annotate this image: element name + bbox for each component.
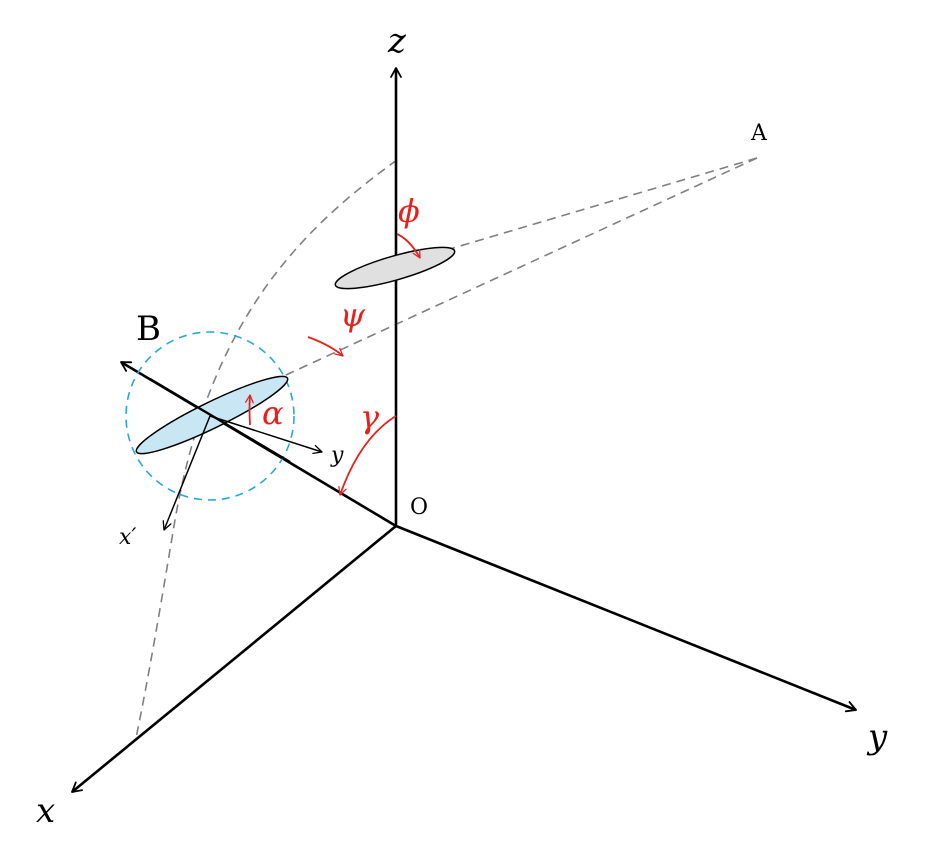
y-axis-label: y (866, 717, 888, 757)
transmitter-disk (334, 246, 456, 290)
gamma-label: γ (360, 398, 380, 436)
psi-label: ψ (340, 296, 366, 334)
dashed-line-A-upper (395, 157, 758, 266)
origin-label: O (410, 495, 428, 520)
local-axes (162, 415, 323, 531)
y-axis (395, 524, 857, 713)
gamma-arc (338, 415, 397, 496)
ob-axis-overlay (149, 377, 291, 464)
receiver-circle (125, 331, 295, 501)
z-axis-label: z (387, 21, 407, 61)
point-b-label: B (136, 309, 161, 349)
x-axis (71, 524, 397, 794)
dashed-line-A-lower (209, 157, 758, 411)
local-x-prime-label: x′ (119, 525, 136, 550)
phi-label: ϕ (398, 192, 420, 230)
angle-arcs (245, 233, 421, 496)
x-axis-label: x (36, 791, 55, 831)
point-a-label: A (750, 121, 768, 146)
alpha-label: α (262, 394, 284, 432)
local-y-axis (209, 415, 323, 455)
dashed-arc-curve (135, 159, 398, 739)
dashed-guides (135, 157, 758, 739)
alpha-arc (245, 394, 254, 426)
phi-arc (396, 233, 421, 259)
local-y-label: y (330, 443, 344, 468)
psi-arc (307, 336, 344, 357)
local-x-prime-axis (162, 415, 211, 531)
